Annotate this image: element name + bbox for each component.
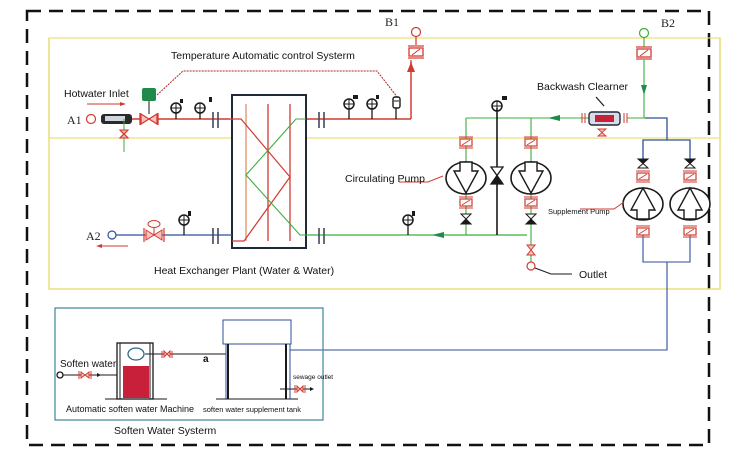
flange-return-in	[212, 228, 219, 244]
soften-water-supplement-tank	[216, 319, 298, 400]
supplement-tank-label: soften water supplement tank	[203, 405, 301, 414]
circulating-pump-2	[510, 136, 552, 225]
soften-machine-label: Automatic soften water Machine	[66, 404, 194, 414]
heat-exchanger-plant-label: Heat Exchanger Plant (Water & Water)	[154, 265, 334, 277]
temperature-sensor	[392, 96, 401, 119]
circulating-pump-label: Circulating Pump	[345, 173, 425, 185]
outer-boundary	[25, 9, 711, 447]
outlet-port	[526, 261, 536, 271]
a1-label: A1	[67, 113, 82, 127]
temperature-control-valve	[139, 88, 159, 126]
circulating-pump-1	[445, 136, 487, 225]
pressure-gauge-1	[170, 99, 183, 119]
backwash-cleaner	[581, 96, 628, 137]
flange-return-out	[318, 228, 325, 244]
b1-flow-meter	[408, 45, 424, 59]
soften-water-system-frame	[54, 307, 324, 421]
flange-hot-in	[212, 112, 219, 128]
soften-water-machine	[105, 342, 167, 400]
outlet-valve	[525, 244, 537, 256]
backwash-cleaner-label: Backwash Clearner	[537, 81, 629, 93]
inlet-filter	[101, 114, 132, 124]
pressure-gauge-2	[343, 95, 358, 119]
supplement-pump-1	[622, 158, 664, 238]
pressure-gauge-5	[491, 96, 507, 112]
b1-label: B1	[385, 15, 399, 29]
b1-port	[410, 26, 422, 38]
return-valve	[143, 220, 165, 242]
temperature-control-line	[156, 70, 399, 99]
supplement-pump-2	[669, 158, 711, 238]
flange-hot-out	[318, 112, 325, 128]
soften-water-label: Soften water	[60, 359, 117, 370]
thermometer-2	[366, 95, 379, 119]
supplement-pump-label: Supplement Pump	[548, 207, 610, 216]
a1-port	[85, 113, 97, 125]
outlet-label: Outlet	[579, 269, 607, 281]
pressure-gauge-3	[178, 211, 191, 235]
hotwater-inlet-label: Hotwater Inlet	[64, 88, 129, 100]
b2-port	[638, 27, 650, 39]
bypass-valve	[489, 166, 505, 185]
sewage-outlet-label: sewage outlet	[293, 374, 333, 381]
b2-label: B2	[661, 16, 675, 30]
soften-system-label: Soften Water Systerm	[114, 425, 217, 437]
a2-label: A2	[86, 229, 101, 243]
thermometer-1	[194, 97, 212, 119]
pressure-gauge-4	[402, 211, 415, 235]
a2-port	[107, 230, 117, 240]
b2-flow-meter	[636, 46, 652, 60]
soften-water-inlet-port	[56, 371, 64, 379]
temperature-control-label: Temperature Automatic control Systerm	[171, 50, 355, 62]
tank-marker-label: a	[203, 354, 209, 365]
drain-valve	[118, 129, 130, 139]
heat-exchanger	[230, 94, 308, 249]
